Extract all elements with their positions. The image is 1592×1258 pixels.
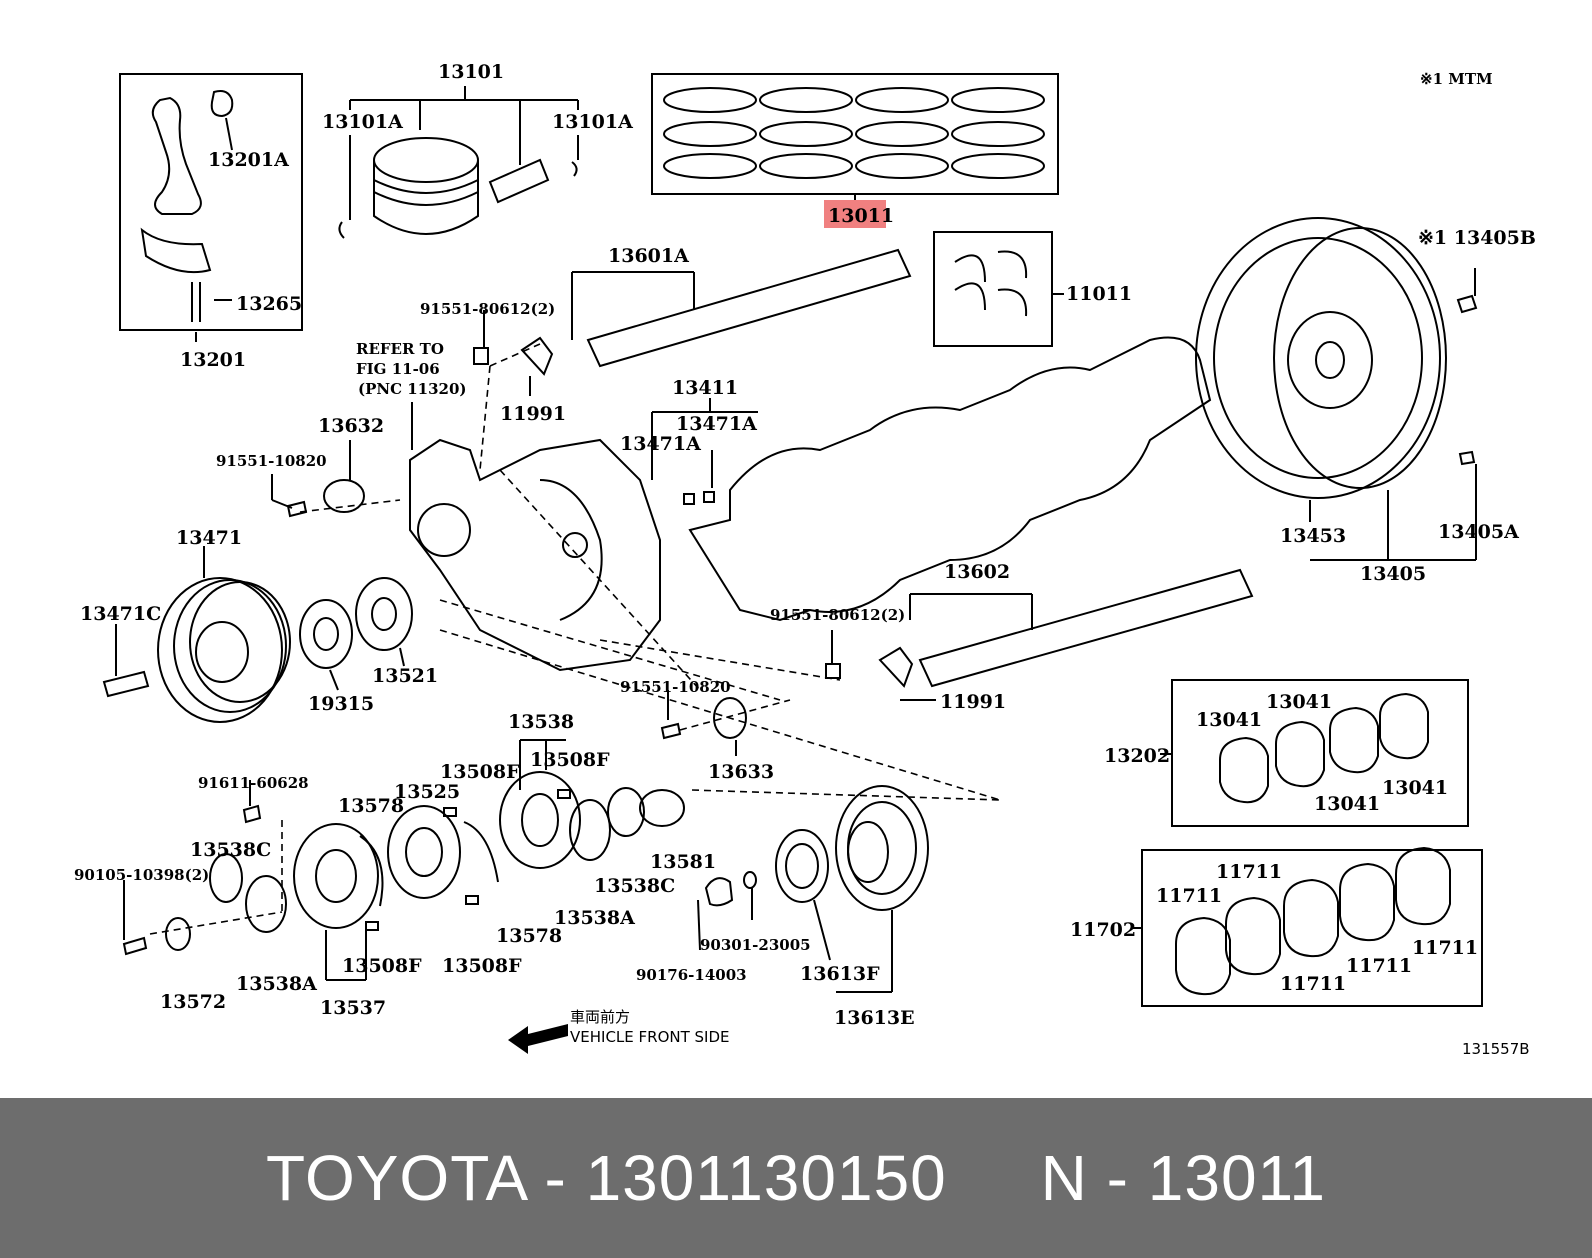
part-label[interactable]: 11711 (1280, 973, 1346, 995)
part-labels: 13101 13101A 13101A 13201A 13265 13201 1… (74, 61, 1536, 1058)
gear-group-front (271, 440, 413, 691)
part-label[interactable]: 13578 (338, 795, 404, 817)
reference-label: REFER TO (356, 340, 444, 358)
part-label[interactable]: 90301-23005 (700, 936, 811, 954)
part-label[interactable]: 13101 (438, 61, 504, 83)
part-label[interactable]: 13405 (1360, 563, 1426, 585)
part-label[interactable]: 13041 (1314, 793, 1380, 815)
idler-gear (660, 690, 747, 756)
part-label[interactable]: 13538A (236, 973, 317, 995)
part-label[interactable]: 13508F (442, 955, 522, 977)
vehicle-front-label-jp: 車両前方 (570, 1008, 630, 1026)
balance-shaft-13601a (473, 248, 912, 396)
part-label[interactable]: 13525 (394, 781, 460, 803)
timing-cover (409, 402, 661, 672)
part-label[interactable]: 13537 (320, 997, 386, 1019)
part-label[interactable]: 91611-60628 (198, 774, 309, 792)
part-label[interactable]: 13632 (318, 415, 384, 437)
reference-label: FIG 11-06 (356, 360, 440, 378)
part-label[interactable]: 13508F (342, 955, 422, 977)
part-label[interactable]: 13578 (496, 925, 562, 947)
part-label[interactable]: 13538C (594, 875, 675, 897)
part-label[interactable]: 11711 (1412, 937, 1478, 959)
part-label-highlighted[interactable]: 13011 (828, 205, 894, 227)
vehicle-front-label-en: VEHICLE FRONT SIDE (570, 1028, 730, 1046)
part-label[interactable]: 13581 (650, 851, 716, 873)
vehicle-front-arrow-icon (508, 1024, 568, 1054)
part-label[interactable]: ※1 13405B (1418, 227, 1536, 249)
part-label[interactable]: 13521 (372, 665, 438, 687)
part-label[interactable]: 13601A (608, 245, 689, 267)
part-label[interactable]: 13041 (1196, 709, 1262, 731)
note-label: ※1 MTM (1420, 70, 1493, 88)
part-label[interactable]: 13538C (190, 839, 271, 861)
part-label[interactable]: 13101A (552, 111, 633, 133)
part-label[interactable]: 13411 (672, 377, 738, 399)
dashed-leaders (149, 343, 1001, 935)
part-label[interactable]: 91551-10820 (216, 452, 327, 470)
part-label[interactable]: 13265 (236, 293, 302, 315)
part-label[interactable]: 13041 (1382, 777, 1448, 799)
figure-id: 131557B (1462, 1040, 1530, 1058)
part-label[interactable]: 13471C (80, 603, 161, 625)
part-label[interactable]: 11702 (1070, 919, 1136, 941)
part-label[interactable]: 13471A (620, 433, 701, 455)
part-label[interactable]: 13613E (834, 1007, 915, 1029)
bearing-group-13202 (1160, 679, 1469, 827)
part-label[interactable]: 11011 (1066, 283, 1132, 305)
part-label[interactable]: 91551-80612(2) (770, 606, 905, 624)
piston-rings-group (651, 73, 1059, 208)
parts-diagram: 13101 13101A 13101A 13201A 13265 13201 1… (74, 61, 1536, 1058)
part-label[interactable]: 13538 (508, 711, 574, 733)
part-label[interactable]: 13572 (160, 991, 226, 1013)
balance-shaft-13602 (825, 568, 1254, 701)
part-label[interactable]: 13471 (176, 527, 242, 549)
part-label[interactable]: 11711 (1346, 955, 1412, 977)
part-label[interactable]: 13633 (708, 761, 774, 783)
part-label[interactable]: 90176-14003 (636, 966, 747, 984)
oil-pump-group (122, 739, 929, 993)
reference-label: (PNC 11320) (358, 380, 467, 398)
crank-pulley (102, 546, 291, 723)
part-label[interactable]: 13538A (554, 907, 635, 929)
part-label[interactable]: 11991 (940, 691, 1006, 713)
part-label[interactable]: 13613F (800, 963, 880, 985)
part-label[interactable]: 11991 (500, 403, 566, 425)
part-label[interactable]: 19315 (308, 693, 374, 715)
part-label[interactable]: 90105-10398(2) (74, 866, 209, 884)
highlight-box (824, 200, 886, 228)
flywheel-group (1195, 217, 1478, 561)
part-label[interactable]: 13201A (208, 149, 289, 171)
part-label[interactable]: 13041 (1266, 691, 1332, 713)
part-label[interactable]: 13101A (322, 111, 403, 133)
part-label[interactable]: 13405A (1438, 521, 1519, 543)
part-label[interactable]: 13602 (944, 561, 1010, 583)
part-label[interactable]: 11711 (1156, 885, 1222, 907)
crankshaft (651, 336, 1212, 622)
part-label[interactable]: 13471A (676, 413, 757, 435)
part-label[interactable]: 91551-80612(2) (420, 300, 555, 318)
thrust-washer-group (933, 231, 1064, 347)
piston-group (338, 86, 579, 239)
part-label[interactable]: 91551-10820 (620, 678, 731, 696)
bearing-group-11702 (1132, 846, 1483, 1007)
part-label[interactable]: 13508F (530, 749, 610, 771)
part-label[interactable]: 13453 (1280, 525, 1346, 547)
connecting-rod-group (119, 73, 303, 342)
part-label[interactable]: 13201 (180, 349, 246, 371)
part-number-title: TOYOTA - 1301130150 N - 13011 (266, 1142, 1326, 1214)
part-label[interactable]: 13508F (440, 761, 520, 783)
part-label[interactable]: 13202 (1104, 745, 1170, 767)
footer-bar: TOYOTA - 1301130150 N - 13011 (0, 1098, 1592, 1258)
part-label[interactable]: 11711 (1216, 861, 1282, 883)
